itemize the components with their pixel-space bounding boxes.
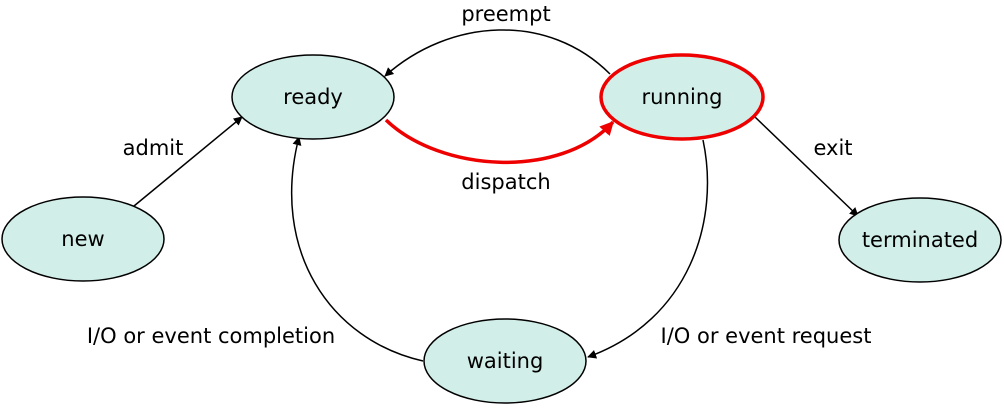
edge-label-io-request: I/O or event request [661,324,872,348]
state-node-running: running [599,53,765,141]
edge-label-admit: admit [123,136,184,160]
state-label-ready: ready [283,85,343,109]
state-node-terminated: terminated [838,197,1002,283]
edge-admit [133,116,243,207]
edge-exit [754,116,859,217]
state-node-new: new [1,196,165,282]
state-node-ready: ready [231,54,395,140]
edge-dispatch [384,118,615,165]
state-label-terminated: terminated [862,228,978,252]
state-node-waiting: waiting [423,318,587,404]
state-label-waiting: waiting [467,349,544,373]
edge-label-preempt: preempt [461,2,550,26]
state-label-running: running [641,85,722,109]
edge-io-completion [290,136,424,362]
edge-label-dispatch: dispatch [461,170,550,194]
edge-label-exit: exit [813,136,852,160]
edge-label-io-completion: I/O or event completion [87,324,335,348]
edge-preempt [384,29,611,77]
state-label-new: new [61,227,104,251]
edge-io-request [587,139,709,359]
